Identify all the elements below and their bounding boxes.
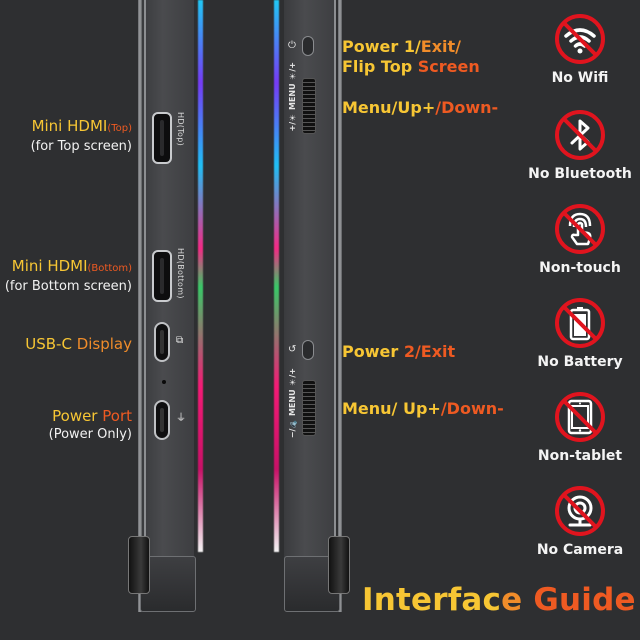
menu-rocker-top xyxy=(302,78,316,134)
callout-menu-bottom: Menu/ Up+/Down- xyxy=(342,399,504,419)
title-part: Guide xyxy=(533,582,636,618)
feature-no-battery: No Battery xyxy=(528,296,632,370)
callout-main: Mini HDMI xyxy=(11,257,88,275)
callout-main-a: Power xyxy=(52,407,103,425)
callout-part: Exit/ xyxy=(420,37,462,56)
callout-power-port: Power Port (Power Only) xyxy=(49,407,132,443)
hdmi-top-port-label: HD(Top) xyxy=(176,112,185,147)
feature-label: No Camera xyxy=(536,542,624,558)
hdmi-bottom-port-label: HD(Bottom) xyxy=(176,248,185,299)
display-icon: ⧉ xyxy=(176,335,184,346)
feature-no-camera: No Camera xyxy=(528,484,632,558)
usb-c-display-port xyxy=(154,322,170,362)
callout-main-b: Display xyxy=(76,335,132,353)
title-part: e xyxy=(501,582,534,618)
callout-main: Mini HDMI xyxy=(31,117,108,135)
callout-power-1: Power 1/Exit/ Flip Top Screen xyxy=(342,37,480,77)
rocker-bottom-label: −/🔈 MENU ☀/+ xyxy=(288,368,297,439)
feature-no-bluetooth: No Bluetooth xyxy=(528,108,632,182)
callout-part: /Down- xyxy=(435,98,499,117)
callout-sub: (for Top screen) xyxy=(30,139,132,154)
hinge-knob-left xyxy=(128,536,150,594)
callout-part: Menu/ Up+ xyxy=(342,399,441,418)
callout-usb-c-display: USB-C Display xyxy=(25,335,132,354)
callout-mini-hdmi-top: Mini HDMI(Top) (for Top screen) xyxy=(31,117,132,155)
rgb-light-strip xyxy=(198,0,203,552)
feature-label: No Wifi xyxy=(551,70,609,86)
feature-non-tablet: Non-tablet xyxy=(528,390,632,464)
feature-label: Non-tablet xyxy=(537,448,623,464)
callout-part: 2/Exit xyxy=(403,342,456,361)
device-right-edge: ⏻ +/☀ MENU ☀/+ ↺ −/🔈 MENU ☀/+ xyxy=(272,0,342,612)
callout-mini-hdmi-bottom: Mini HDMI(Bottom) (for Bottom screen) xyxy=(5,257,132,295)
feature-label: No Bluetooth xyxy=(528,166,632,182)
usb-c-power-port xyxy=(154,400,170,440)
mini-hdmi-bottom-port xyxy=(152,250,172,302)
camera-icon xyxy=(553,484,607,538)
title-part: Interfac xyxy=(362,582,502,618)
power-2-button xyxy=(302,340,314,360)
feature-no-wifi: No Wifi xyxy=(528,12,632,86)
feature-non-touch: Non-touch xyxy=(528,202,632,276)
callout-tag: (Top) xyxy=(107,123,132,134)
rail-edge xyxy=(334,0,336,572)
rgb-light-strip xyxy=(274,0,279,552)
callout-sub: (for Bottom screen) xyxy=(4,279,132,294)
rocker-top-label: +/☀ MENU ☀/+ xyxy=(288,62,297,132)
power-icon: ⏻ xyxy=(288,40,296,51)
mini-hdmi-top-port xyxy=(152,112,172,164)
callout-part: Menu/Up+ xyxy=(342,98,436,117)
power-plug-icon: ⏚ xyxy=(176,413,186,424)
power-1-button xyxy=(302,36,314,56)
callout-part: Flip Top xyxy=(342,57,418,76)
callout-main-b: Port xyxy=(102,407,132,425)
menu-rocker-bottom xyxy=(302,380,316,436)
callout-part: Screen xyxy=(417,57,480,76)
rail-edge xyxy=(144,0,146,572)
bluetooth-icon xyxy=(553,108,607,162)
callout-power-2: Power 2/Exit xyxy=(342,342,455,362)
rail-outer xyxy=(138,0,142,612)
callout-main-a: USB-C xyxy=(25,335,77,353)
callout-tag: (Bottom) xyxy=(87,263,132,274)
wifi-icon xyxy=(553,12,607,66)
rail-outer xyxy=(338,0,342,612)
callout-sub: (Power Only) xyxy=(48,427,132,442)
callout-part: Power xyxy=(342,342,404,361)
callout-part: /Down- xyxy=(440,399,504,418)
interface-guide-title: Interface Guide xyxy=(362,582,636,618)
touch-icon xyxy=(553,202,607,256)
return-icon: ↺ xyxy=(288,344,297,355)
feature-label: Non-touch xyxy=(539,260,621,276)
device-left-edge: HD(Top) HD(Bottom) ⧉ ⏚ xyxy=(138,0,208,612)
hinge-knob-right xyxy=(328,536,350,594)
tablet-icon xyxy=(553,390,607,444)
battery-icon xyxy=(553,296,607,350)
callout-menu-top: Menu/Up+/Down- xyxy=(342,98,498,118)
reset-pinhole xyxy=(162,380,166,384)
callout-part: Power 1/ xyxy=(342,37,421,56)
feature-label: No Battery xyxy=(537,354,623,370)
